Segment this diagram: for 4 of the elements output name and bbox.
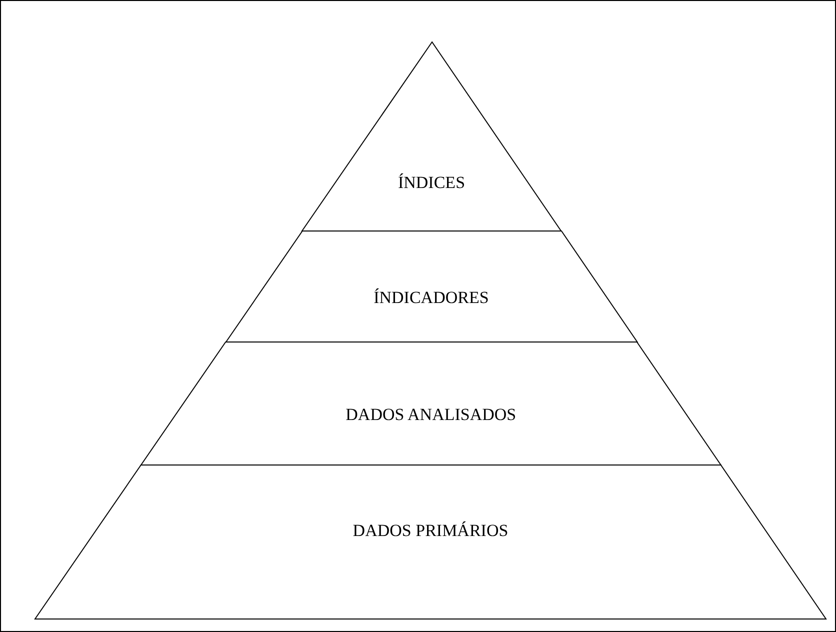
level-label: DADOS ANALISADOS (346, 405, 516, 425)
level-label: DADOS PRIMÁRIOS (352, 521, 508, 541)
level-label: ÍNDICADORES (374, 288, 489, 308)
level-label: ÍNDICES (398, 173, 466, 193)
